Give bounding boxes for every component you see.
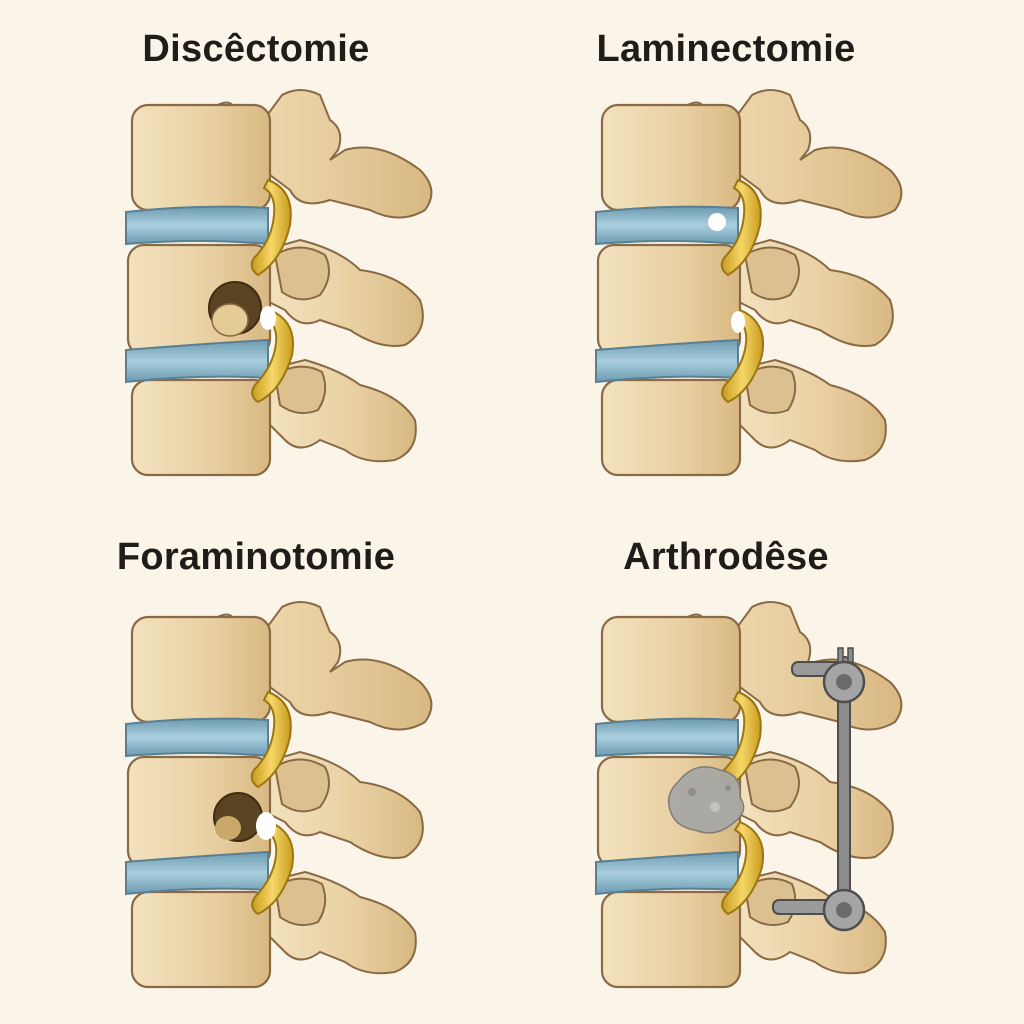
panel-laminectomy: Laminectomie bbox=[470, 0, 982, 512]
vertebra-illustration bbox=[594, 88, 903, 477]
panel-title: Foraminotomie bbox=[116, 536, 396, 578]
fixation-hardware bbox=[772, 647, 866, 932]
panel-discectomy: Discêctomie bbox=[0, 0, 512, 512]
vertebra-illustration bbox=[124, 88, 433, 477]
panel-title: Laminectomie bbox=[596, 28, 856, 70]
panel-arthrodesis: Arthrodêse bbox=[470, 512, 982, 1024]
pedicle-screw bbox=[791, 647, 866, 704]
foramen-opening bbox=[213, 792, 276, 842]
panel-title: Arthrodêse bbox=[623, 536, 829, 578]
bone-graft bbox=[667, 766, 745, 834]
vertebra-illustration bbox=[594, 600, 903, 989]
panel-title: Discêctomie bbox=[142, 28, 370, 70]
lamina-opening bbox=[708, 213, 745, 333]
panel-foraminotomy: Foraminotomie bbox=[0, 512, 512, 1024]
disc-removal-cavity bbox=[208, 281, 276, 337]
pedicle-screw bbox=[772, 888, 866, 932]
vertebra-illustration bbox=[124, 600, 433, 989]
